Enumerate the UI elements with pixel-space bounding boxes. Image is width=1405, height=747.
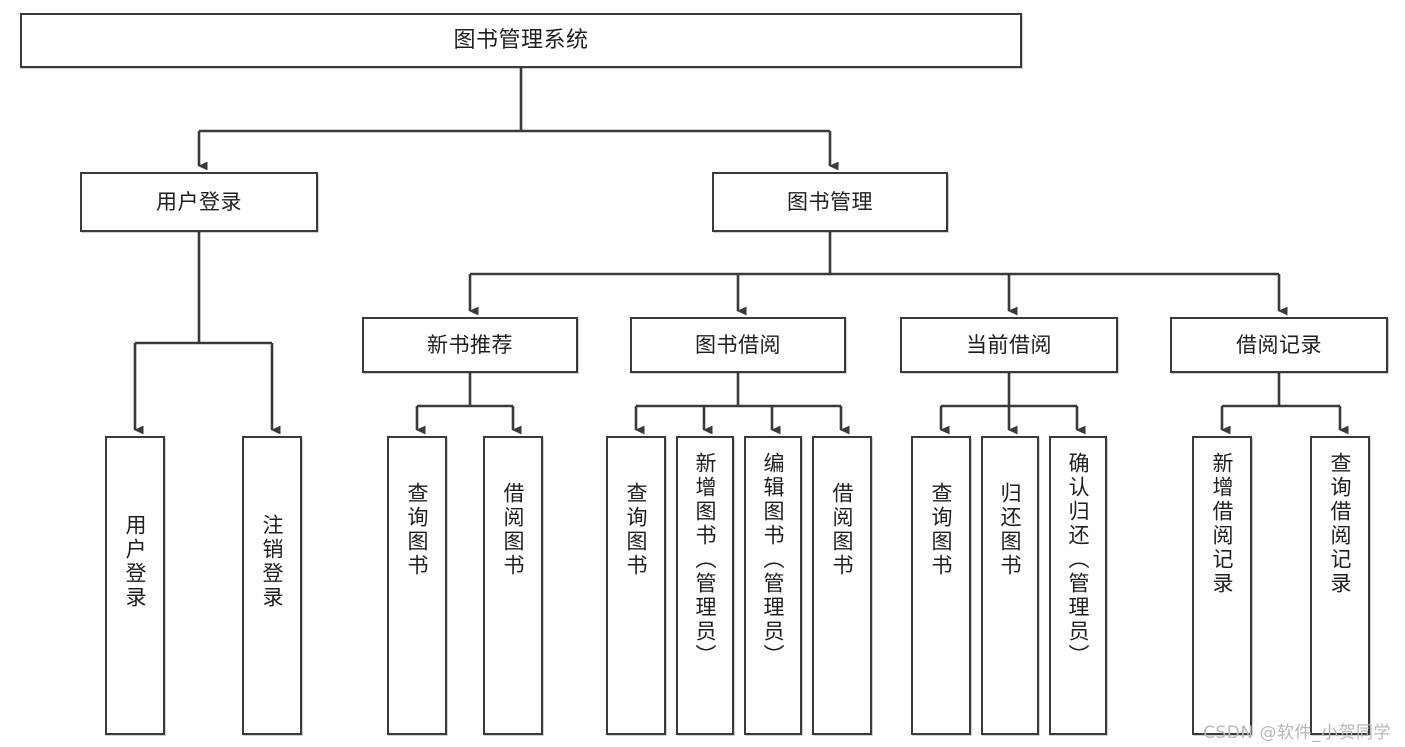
node-label: 归还图书 [998,482,1023,578]
leaf-borrow-book-recommend[interactable]: 借阅图书 [483,436,543,735]
node-book-management[interactable]: 图书管理 [712,172,948,232]
node-label: 当前借阅 [966,332,1052,357]
leaf-add-borrow-record[interactable]: 新增借阅记录 [1192,436,1252,735]
node-label: 查询图书 [624,482,649,578]
node-borrow-record[interactable]: 借阅记录 [1170,317,1388,373]
node-label: 借阅图书 [501,482,526,578]
node-label: 图书借阅 [695,332,781,357]
node-label: 用户登录 [123,514,148,610]
node-label: 查询图书 [929,482,954,578]
leaf-query-book-recommend[interactable]: 查询图书 [387,436,447,735]
leaf-return-book[interactable]: 归还图书 [981,436,1039,735]
node-root-book-management-system[interactable]: 图书管理系统 [20,13,1022,68]
node-user-login[interactable]: 用户登录 [80,172,318,232]
node-label: 注销登录 [260,514,285,610]
leaf-edit-book-admin[interactable]: 编辑图书（管理员） [744,436,802,735]
node-label: 借阅记录 [1236,332,1322,357]
node-label: 用户登录 [156,189,242,214]
node-label: 图书管理 [787,189,873,214]
csdn-watermark: CSDN @软件_小贺同学 [1203,723,1391,743]
leaf-user-login[interactable]: 用户登录 [105,436,165,735]
node-new-book-recommend[interactable]: 新书推荐 [362,317,578,373]
leaf-borrow-book[interactable]: 借阅图书 [812,436,872,735]
node-label: 图书管理系统 [453,27,589,53]
node-label: 查询借阅记录 [1328,452,1353,596]
leaf-query-book-current[interactable]: 查询图书 [911,436,971,735]
node-book-borrow[interactable]: 图书借阅 [630,317,846,373]
node-label: 新增借阅记录 [1210,452,1235,596]
leaf-logout[interactable]: 注销登录 [242,436,302,735]
node-label: 查询图书 [405,482,430,578]
node-label: 借阅图书 [830,482,855,578]
leaf-confirm-return-admin[interactable]: 确认归还（管理员） [1049,436,1107,735]
node-label: 确认归还（管理员） [1066,452,1091,668]
node-label: 编辑图书（管理员） [761,452,786,668]
leaf-query-borrow-record[interactable]: 查询借阅记录 [1310,436,1370,735]
node-label: 新增图书（管理员） [693,452,718,668]
node-current-borrow[interactable]: 当前借阅 [900,317,1118,373]
leaf-query-book-borrow[interactable]: 查询图书 [606,436,666,735]
node-label: 新书推荐 [427,332,513,357]
leaf-add-book-admin[interactable]: 新增图书（管理员） [676,436,734,735]
